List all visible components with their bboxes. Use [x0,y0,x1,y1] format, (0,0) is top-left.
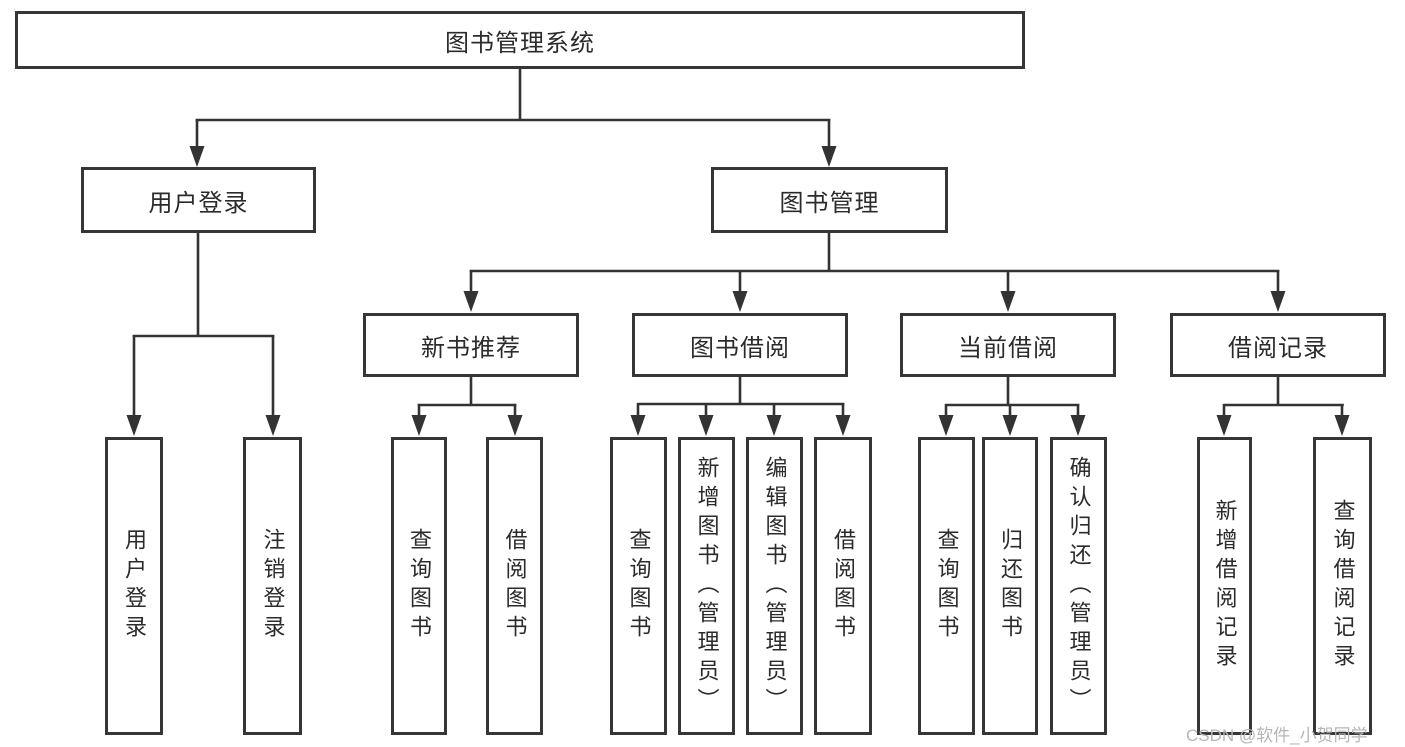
arrow-icon [766,415,782,436]
arrow-icon [698,415,714,436]
arrow-icon [1270,291,1286,312]
edge-new-books-to-leaves [411,377,523,436]
edge-user-login-to-leaves [126,233,281,436]
node-label: 图书管理系统 [445,29,595,57]
node-leaf-confirm-return-admin: 确认归还（管理员） [1050,437,1107,735]
node-book-management: 图书管理 [711,167,948,233]
arrow-icon [1000,291,1016,312]
node-leaf-query-books-current: 查询图书 [918,437,975,735]
node-label: 归还图书 [998,528,1023,644]
node-leaf-query-books-borrowing: 查询图书 [610,437,667,735]
node-label: 查询图书 [407,528,432,644]
arrow-icon [1216,415,1232,436]
node-leaf-return-books: 归还图书 [982,437,1038,735]
arrow-icon [411,415,427,436]
arrow-icon [189,146,205,167]
node-label: 查询图书 [934,528,960,644]
node-label: 编辑图书（管理员） [762,455,788,717]
node-label: 借阅图书 [831,528,856,644]
arrow-icon [265,415,281,436]
node-label: 新增借阅记录 [1212,499,1238,673]
node-label: 借阅记录 [1228,334,1328,362]
arrow-icon [821,146,837,167]
arrow-icon [1334,415,1350,436]
arrow-icon [630,415,646,436]
arrow-icon [463,291,479,312]
node-new-book-recommend: 新书推荐 [363,313,579,377]
edge-borrow-records-to-leaves [1216,377,1350,436]
node-current-borrowing: 当前借阅 [900,313,1116,377]
node-label: 查询借阅记录 [1330,499,1356,673]
node-leaf-borrow-books-borrowing: 借阅图书 [814,437,872,735]
arrow-icon [126,415,142,436]
node-leaf-logout: 注销登录 [243,437,302,735]
arrow-icon [507,415,523,436]
node-label: 查询图书 [626,528,652,644]
arrow-icon [835,415,851,436]
arrow-icon [938,415,954,436]
node-leaf-add-borrow-record: 新增借阅记录 [1197,437,1252,735]
edge-root-to-level2 [189,69,837,167]
node-label: 当前借阅 [958,334,1058,362]
node-label: 图书管理 [779,189,880,217]
node-leaf-query-books-newbooks: 查询图书 [391,437,447,735]
edge-current-borrow-to-leaves [938,377,1086,436]
node-label: 借阅图书 [502,528,528,644]
node-label: 用户登录 [148,189,249,217]
node-label: 图书借阅 [690,334,790,362]
node-leaf-query-borrow-record: 查询借阅记录 [1313,437,1372,735]
node-label: 注销登录 [260,528,286,644]
node-leaf-borrow-books-newbooks: 借阅图书 [486,437,543,735]
node-borrowing-records: 借阅记录 [1170,313,1386,377]
node-book-borrowing: 图书借阅 [632,313,848,377]
node-leaf-add-books-admin: 新增图书（管理员） [678,437,735,735]
arrow-icon [732,291,748,312]
arrow-icon [1002,415,1018,436]
csdn-watermark: CSDN @软件_小贺同学 [1186,726,1368,745]
node-library-system: 图书管理系统 [15,11,1025,69]
edge-book-borrow-to-leaves [630,377,851,436]
node-label: 新增图书（管理员） [694,455,720,717]
node-label: 用户登录 [122,528,147,644]
arrow-icon [1070,415,1086,436]
node-label: 新书推荐 [421,334,521,362]
node-user-login: 用户登录 [81,167,316,233]
node-leaf-edit-books-admin: 编辑图书（管理员） [746,437,803,735]
node-label: 确认归还（管理员） [1066,455,1092,717]
edge-book-mgmt-to-level3 [463,233,1286,312]
node-leaf-user-login: 用户登录 [105,437,163,735]
